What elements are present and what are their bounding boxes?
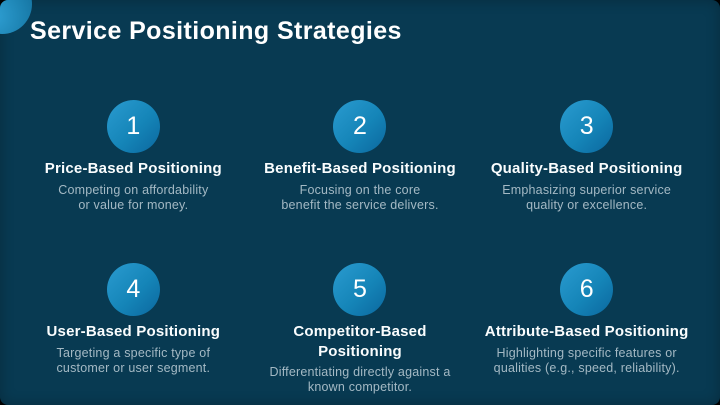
card-heading: Benefit-Based Positioning: [264, 160, 456, 177]
strategy-card-2: 2 Benefit-Based Positioning Focusing on …: [251, 100, 470, 213]
card-heading: Price-Based Positioning: [44, 160, 222, 177]
card-description: Focusing on the core benefit the service…: [281, 182, 439, 212]
card-description: Differentiating directly against a known…: [269, 365, 451, 395]
card-heading: Competitor-Based Positioning: [293, 323, 427, 360]
card-heading: User-Based Positioning: [46, 323, 221, 340]
page-title: Service Positioning Strategies: [30, 17, 402, 45]
card-heading: Attribute-Based Positioning: [484, 323, 689, 340]
number-badge: 1: [106, 100, 160, 153]
card-description: Highlighting specific features or qualit…: [493, 345, 680, 375]
strategy-card-4: 4 User-Based Positioning Targeting a spe…: [24, 263, 243, 396]
card-description: Emphasizing superior service quality or …: [502, 182, 672, 212]
number-badge: 2: [333, 100, 387, 153]
corner-accent-circle: [0, 0, 32, 34]
card-heading: Quality-Based Positioning: [490, 160, 683, 177]
number-badge: 5: [333, 263, 387, 316]
strategy-card-3: 3 Quality-Based Positioning Emphasizing …: [477, 100, 696, 213]
strategy-card-1: 1 Price-Based Positioning Competing on a…: [24, 100, 243, 213]
number-badge: 3: [560, 100, 614, 153]
card-description: Competing on affordability or value for …: [58, 182, 209, 212]
card-description: Targeting a specific type of customer or…: [56, 345, 211, 375]
strategy-card-5: 5 Competitor-Based Positioning Different…: [251, 263, 470, 396]
strategy-grid: 1 Price-Based Positioning Competing on a…: [24, 100, 696, 396]
number-badge: 4: [106, 263, 160, 316]
strategy-card-6: 6 Attribute-Based Positioning Highlighti…: [477, 263, 696, 396]
number-badge: 6: [560, 263, 614, 316]
